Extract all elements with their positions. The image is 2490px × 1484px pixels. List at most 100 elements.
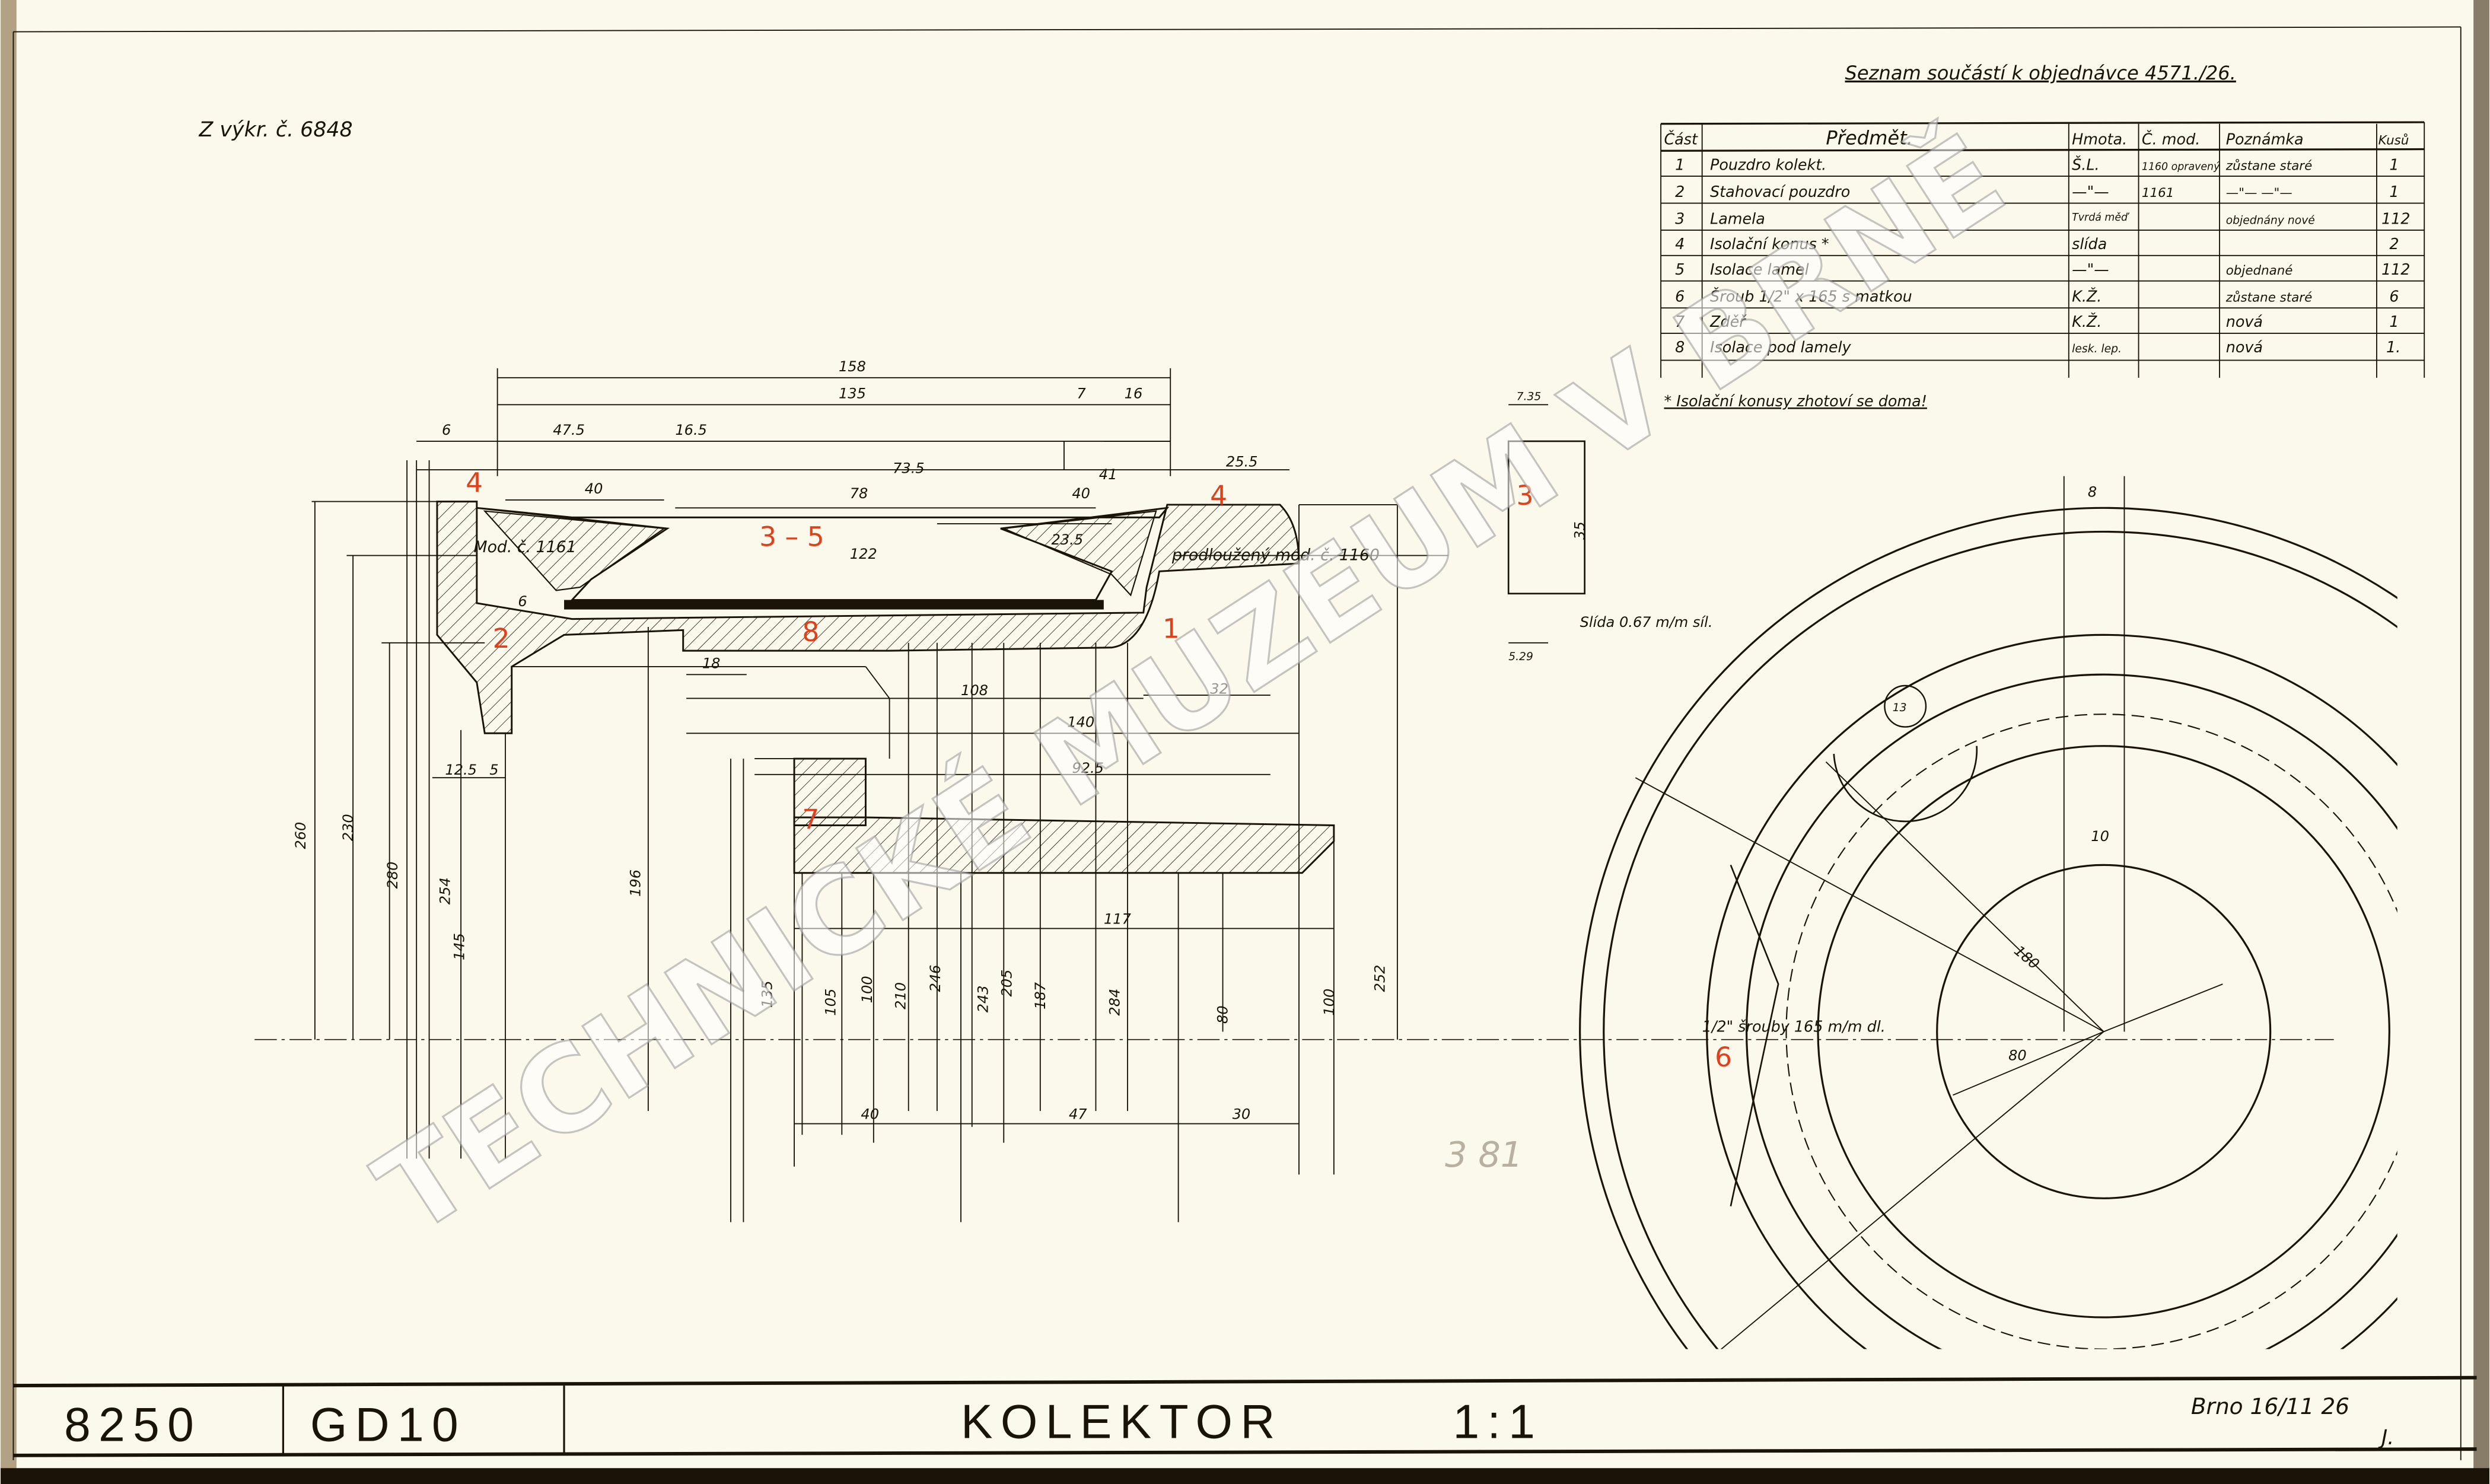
note-screws: 1/2" šrouby 165 m/m dl.: [1702, 1017, 1886, 1035]
dimension: 23.5: [1052, 531, 1084, 548]
cell: —"—: [2072, 260, 2109, 278]
dimension: 40: [861, 1106, 879, 1123]
cell: 1160 opravený: [2142, 161, 2220, 173]
cell: 6: [2389, 287, 2399, 305]
dimension: 252: [1371, 964, 1388, 992]
cell: 6: [1675, 287, 1685, 305]
header-predmet: Předmět.: [1826, 127, 1913, 149]
dimension: 205: [999, 970, 1015, 997]
cell: 1: [2389, 183, 2399, 200]
dimension: 41: [1099, 466, 1117, 483]
drawing-number: 8250: [64, 1399, 202, 1452]
dimension: 30: [1233, 1106, 1251, 1123]
dimension: 16.5: [675, 422, 707, 438]
cell: 1.: [2386, 338, 2400, 356]
cell: nová: [2226, 313, 2263, 330]
cell: Šroub 1/2" x 165 s matkou: [1710, 287, 1912, 305]
parts-list: Seznam součástí k objednávce 4571./26. Č…: [1660, 62, 2425, 410]
table-row: 8 Isolace pod lamely lesk. lep. nová 1.: [1675, 338, 2400, 356]
dimension: 254: [437, 877, 453, 905]
dimension: 12.5: [445, 762, 477, 778]
parts-list-header: Část Předmět. Hmota. Č. mod. Poznámka Ku…: [1664, 127, 2409, 149]
cell: Tvrdá měď: [2072, 212, 2130, 224]
cell: Pouzdro kolekt.: [1710, 155, 1826, 173]
header-hmota: Hmota.: [2072, 130, 2127, 148]
cell: K.Ž.: [2072, 313, 2101, 330]
table-row: 7 Zděř K.Ž. nová 1: [1675, 313, 2399, 330]
cell: 1: [2389, 155, 2399, 173]
drawing-frame: [12, 26, 2477, 1460]
part-marker: 3 – 5: [759, 521, 824, 553]
stamp: 3 81: [1445, 1134, 1523, 1175]
dimension: 196: [627, 870, 644, 897]
header-poznamka: Poznámka: [2226, 130, 2304, 148]
table-row: 4 Isolační konus * slída 2: [1675, 235, 2399, 253]
cell: 3: [1675, 209, 1685, 227]
dimension: 80: [1215, 1005, 1231, 1024]
cell: Stahovací pouzdro: [1710, 183, 1850, 200]
dimension: 158: [839, 358, 866, 375]
dimension: 105: [823, 989, 839, 1016]
cell: nová: [2226, 338, 2263, 356]
note-slida: Slída 0.67 m/m síl.: [1580, 614, 1713, 630]
mica-piece: [1507, 440, 1585, 595]
dimension: 92.5: [1072, 760, 1104, 776]
note-mod-1160: prodloužený mod. č. 1160: [1171, 546, 1380, 565]
part-marker: 6: [1715, 1042, 1732, 1073]
cell: 4: [1675, 235, 1685, 253]
dimension: 8: [2088, 484, 2097, 501]
cell: K.Ž.: [2072, 287, 2101, 305]
cell: objednané: [2226, 263, 2293, 278]
parts-list-title: Seznam součástí k objednávce 4571./26.: [1845, 62, 2236, 84]
cell: 112: [2381, 260, 2411, 278]
dimension: 78: [850, 485, 868, 502]
cell: 5: [1675, 260, 1685, 278]
dimension: 100: [859, 976, 875, 1003]
cell: objednány nové: [2226, 214, 2315, 227]
part-marker: 2: [493, 623, 510, 654]
dimension: 135: [759, 980, 776, 1008]
dimension: 246: [927, 964, 944, 992]
cell: zůstane staré: [2225, 289, 2313, 305]
cell: 112: [2381, 209, 2411, 227]
dimension: 10: [2091, 828, 2109, 845]
place-date: Brno 16/11 26: [2191, 1393, 2349, 1419]
cell: Zděř: [1709, 313, 1747, 330]
part-marker: 1: [1163, 613, 1180, 645]
dimension: 16: [1125, 386, 1143, 402]
dimension: 210: [892, 982, 909, 1009]
header-cast: Část: [1664, 130, 1698, 148]
dimension: 40: [1072, 485, 1090, 502]
dimension: 7: [1077, 386, 1086, 402]
dimension: 145: [451, 933, 467, 960]
dimension: 47.5: [553, 422, 585, 438]
part-marker: 4: [466, 467, 483, 499]
cell: —"—: [2072, 183, 2109, 200]
title-block: 8250 GD10 KOLEKTOR 1:1 Brno 16/11 26 J.: [64, 1393, 2394, 1451]
section-view: [254, 368, 2334, 1222]
dimension: 40: [585, 480, 603, 497]
cell: 1: [2389, 313, 2399, 330]
dimension: 18: [702, 655, 721, 672]
dimension: 117: [1104, 910, 1132, 927]
dimension: 32: [1210, 680, 1228, 697]
dimension: 35: [1572, 521, 1588, 540]
collector-hub-section: [436, 501, 1300, 734]
header-kusu: Kusů: [2378, 133, 2409, 148]
part-marker: 7: [802, 804, 819, 835]
table-row: 3 Lamela Tvrdá měď objednány nové 112: [1675, 209, 2410, 227]
dimension: 187: [1032, 982, 1049, 1009]
table-row: 6 Šroub 1/2" x 165 s matkou K.Ž. zůstane…: [1675, 287, 2399, 305]
machine-type: GD10: [310, 1399, 466, 1452]
cell: 2: [1675, 183, 1685, 200]
part-markers: 4 3 – 5 1 2 8 4 3 6 7: [466, 467, 1732, 1074]
dimension: 108: [961, 682, 988, 699]
dimension: 284: [1107, 989, 1123, 1016]
part-marker: 8: [802, 616, 819, 648]
end-view: [1579, 476, 2397, 1349]
cell: 7: [1675, 313, 1685, 330]
dimension: 80: [2008, 1047, 2027, 1064]
drawing-reference: Z výkr. č. 6848: [199, 118, 353, 142]
dimension: 5.29: [1508, 651, 1533, 663]
table-row: 1 Pouzdro kolekt. Š.L. 1160 opravený zůs…: [1675, 155, 2399, 173]
